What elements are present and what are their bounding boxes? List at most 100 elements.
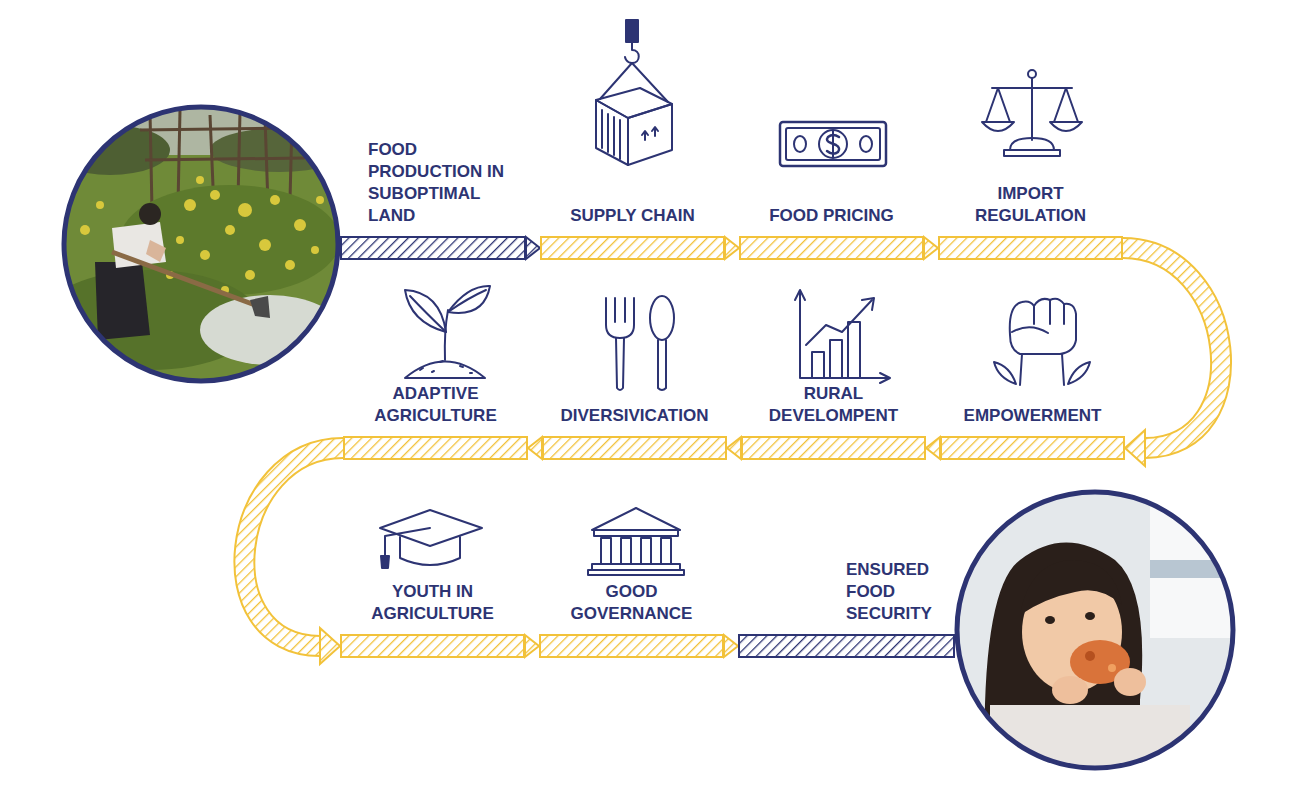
connector-outline [244,448,343,646]
cutlery-icon [606,296,674,390]
connector-arrow [244,448,343,664]
farmer-photo [40,100,350,390]
connector-arrow [528,437,542,459]
arrow-band [940,436,1125,460]
arrow-band-shape [739,236,924,260]
arrow-band-shape [539,634,724,658]
photo-hand [1114,668,1146,696]
arrow-head [526,237,540,259]
arrow-band [739,236,924,260]
connector-hatch [1123,248,1221,448]
stage-label: EMPOWERMENT [943,405,1123,427]
arrow-band-fill [740,237,923,259]
arrow-band [340,236,526,260]
connector-arrow [1123,248,1221,466]
connector-arrow [725,237,739,259]
arrow-head [727,437,741,459]
arrow-band [738,634,955,658]
photo-plastic [200,295,340,365]
arrow-head [926,437,940,459]
stage-label: ENSURED FOOD SECURITY [846,559,954,625]
arrow-band-fill [540,635,723,657]
photo-eye [1085,612,1095,620]
stage-label: FOOD PRICING [747,205,917,227]
arrow-head [924,237,938,259]
photo-eye [1045,616,1055,624]
stage-node: SUPPLY CHAIN [540,205,725,260]
connector-arrow [525,635,539,657]
arrow-band-shape [343,436,528,460]
building-icon [588,508,684,575]
plant-icon [405,286,490,378]
arrow-band [542,436,727,460]
arrow-band [539,634,724,658]
arrow-band-fill [543,437,726,459]
stage-node: YOUTH IN AGRICULTURE [340,581,525,658]
stage-label: IMPORT REGULATION [946,183,1116,227]
stage-label: GOOD GOVERNANCE [557,581,707,625]
arrow-band-fill [541,237,724,259]
arrow-band-fill [341,237,525,259]
stage-node: EMPOWERMENT [940,405,1125,460]
arrow-band-fill [341,635,524,657]
photo-shelf [1150,560,1240,578]
arrow-band-shape [540,236,725,260]
connector-hatch [244,448,343,646]
arrow-head [528,437,542,459]
arrow-band-shape [741,436,926,460]
stage-label: ADAPTIVE AGRICULTURE [346,383,526,427]
connector-arrow [526,237,540,259]
arrow-head [1125,430,1145,466]
connector-arrow [926,437,940,459]
scales-icon [982,70,1082,156]
arrow-head [725,237,739,259]
photo-hand [1052,676,1088,704]
fist-icon [994,299,1090,385]
photo-frame [64,107,338,381]
connector-arrow [924,237,938,259]
stage-label: FOOD PRODUCTION IN SUBOPTIMAL LAND [368,139,526,227]
arrow-band-fill [939,237,1122,259]
photo-food-spot [1108,664,1116,672]
stage-label: YOUTH IN AGRICULTURE [343,581,523,625]
stage-node: FOOD PRICING [739,205,924,260]
arrow-band [343,436,528,460]
connector-arrow [727,437,741,459]
arrow-band-shape [340,236,526,260]
stage-node: DIVERSIVICATION [542,405,727,460]
arrow-head [724,635,738,657]
arrow-band-shape [542,436,727,460]
arrow-head [525,635,539,657]
stage-node: FOOD PRODUCTION IN SUBOPTIMAL LAND [340,139,526,260]
growth-chart-icon [795,290,890,383]
connector-arrow [724,635,738,657]
stage-node: ADAPTIVE AGRICULTURE [343,383,528,460]
stage-label: SUPPLY CHAIN [570,205,695,227]
banknote-icon [780,122,886,166]
photo-farmer [95,203,270,340]
photo-frame [957,492,1233,768]
arrow-band-fill [941,437,1124,459]
graduation-cap-icon [380,510,482,568]
stage-node: IMPORT REGULATION [938,183,1123,260]
arrow-band-shape [738,634,955,658]
arrow-band [340,634,525,658]
arrow-band-shape [340,634,525,658]
arrow-band [741,436,926,460]
photo-bangs [1020,560,1122,615]
stage-node: ENSURED FOOD SECURITY [738,559,955,658]
arrow-band [540,236,725,260]
arrow-band-fill [742,437,925,459]
arrow-band [938,236,1123,260]
photo-food-spot [1085,651,1095,661]
arrow-band-shape [938,236,1123,260]
connector-outline [1123,248,1221,448]
arrow-band-fill [344,437,527,459]
arrow-band-fill [739,635,954,657]
stage-node: GOOD GOVERNANCE [539,581,724,658]
stage-label: RURAL DEVELOMPENT [744,383,924,427]
